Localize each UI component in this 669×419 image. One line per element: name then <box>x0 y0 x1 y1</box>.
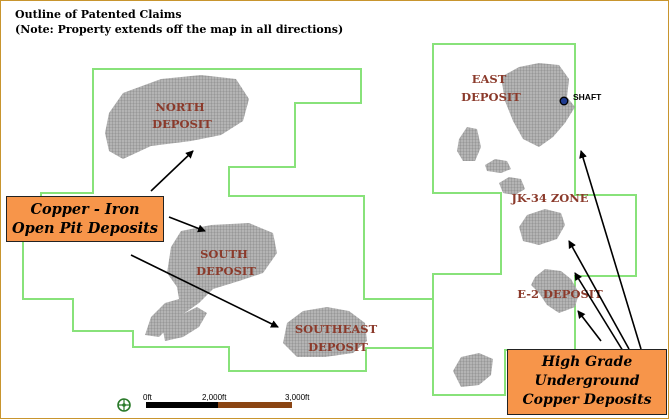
scale-label-3000: 3,000ft <box>285 393 310 402</box>
scale-segment-2 <box>218 402 292 408</box>
map-title: Outline of Patented Claims <box>15 8 182 21</box>
e2-deposit-label: E-2 DEPOSIT <box>517 287 603 301</box>
north-deposit-label-line1: NORTH <box>155 100 204 114</box>
east-deposit-label-line1: EAST <box>472 72 507 86</box>
arrow-to-east-deposit <box>579 150 642 350</box>
small-deposit-1 <box>457 127 481 161</box>
map-note: (Note: Property extends off the map in a… <box>15 23 344 36</box>
arrow-to-southeast-deposit <box>130 254 279 328</box>
southeast-deposit-shape <box>283 307 367 357</box>
southeast-deposit-label: SOUTHEAST DEPOSIT <box>295 322 381 354</box>
callout-right-line3: Copper Deposits <box>522 392 652 408</box>
south-deposit-label: SOUTH DEPOSIT <box>196 247 256 278</box>
jk34-zone-label: JK-34 ZONE <box>510 191 588 205</box>
east-deposit-label-line2: DEPOSIT <box>461 90 521 104</box>
claim-outline-east <box>432 43 637 396</box>
north-deposit-label-line2: DEPOSIT <box>152 117 212 131</box>
north-deposit-label: NORTH DEPOSIT <box>152 100 212 131</box>
south-deposit-lobe <box>163 307 207 341</box>
arrow-to-jk34-zone <box>568 240 630 350</box>
jk34-deposit-shape <box>519 209 565 245</box>
shaft-icon <box>559 96 569 106</box>
southeast-deposit-label-line2: DEPOSIT <box>308 340 368 354</box>
southeast-deposit-label-line1: SOUTHEAST <box>295 322 378 336</box>
callout-right-line1: High Grade <box>541 354 633 370</box>
south-deposit-label-line2: DEPOSIT <box>196 264 256 278</box>
south-deposit-label-line1: SOUTH <box>200 247 248 261</box>
small-deposit-4 <box>453 353 493 387</box>
east-deposit-label: EAST DEPOSIT <box>461 72 521 104</box>
scale-segment-1 <box>146 402 218 408</box>
callout-open-pit-deposits: Copper - Iron Open Pit Deposits <box>6 196 164 242</box>
arrow-to-south-deposit <box>168 216 206 233</box>
scale-label-2000: 2,000ft <box>202 393 227 402</box>
south-deposit-shape <box>145 223 277 337</box>
arrow-to-north-deposit <box>150 150 194 192</box>
callout-right-line2: Underground <box>534 373 640 389</box>
arrow-to-e2-deposit-upper <box>574 272 624 352</box>
scale-label-0: 0ft <box>143 393 153 402</box>
north-arrow-icon <box>117 398 131 412</box>
north-deposit-shape <box>105 75 249 159</box>
scale-bar: 0ft 2,000ft 3,000ft <box>117 393 310 412</box>
arrow-to-e2-deposit-lower <box>577 310 602 342</box>
callout-left-line1: Copper - Iron <box>30 201 140 218</box>
small-deposit-3 <box>499 177 525 195</box>
small-deposit-2 <box>485 159 511 173</box>
callout-underground-deposits: High Grade Underground Copper Deposits <box>507 349 667 415</box>
shaft-label: SHAFT <box>573 92 602 102</box>
e2-deposit-shape <box>531 269 579 313</box>
east-deposit-shape <box>501 63 575 147</box>
callout-left-line2: Open Pit Deposits <box>12 220 158 237</box>
